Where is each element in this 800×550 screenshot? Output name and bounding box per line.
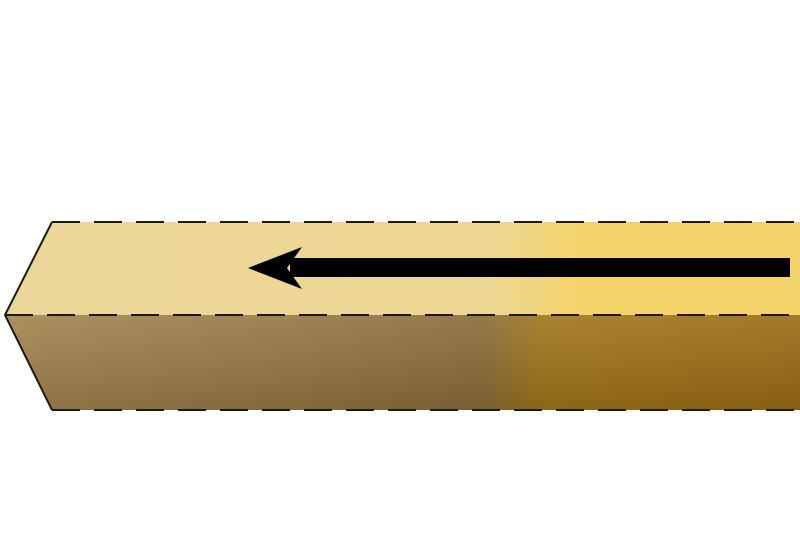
arrow-left-icon xyxy=(248,247,790,289)
bar-side-shading xyxy=(5,315,800,410)
bar-left-end-outline xyxy=(3,221,53,411)
